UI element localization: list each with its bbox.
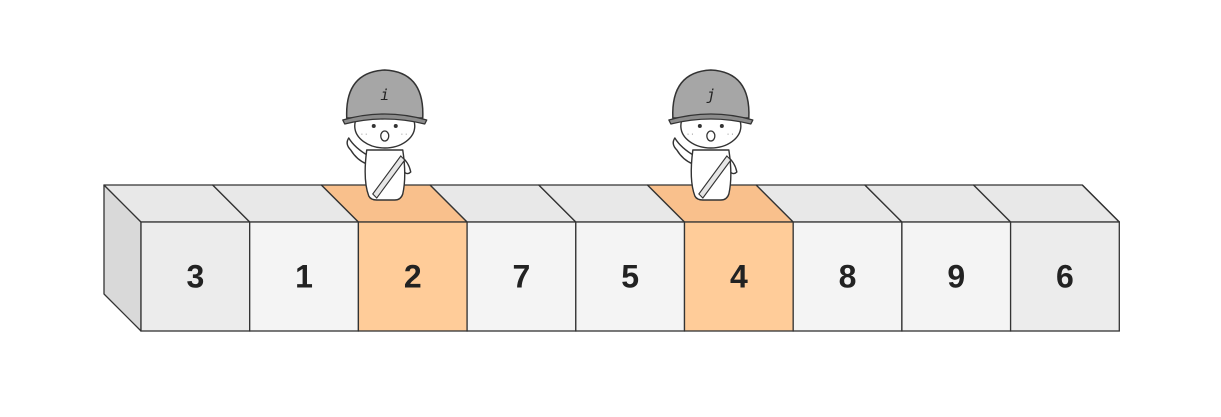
array-cell — [429, 184, 577, 332]
cell-value: 4 — [730, 259, 748, 295]
character-blush: · · — [361, 131, 368, 138]
cell-value: 6 — [1056, 259, 1074, 295]
character-eye — [697, 124, 702, 128]
character-eye — [371, 124, 376, 128]
character-blush: · · — [687, 131, 694, 138]
pointer-characters: · · · · i · · · · j — [342, 69, 754, 201]
helmet-brim — [668, 113, 754, 125]
array-cell — [103, 184, 251, 332]
character-blush: · · — [727, 131, 734, 138]
cell-value: 3 — [186, 259, 204, 295]
character-sash — [372, 155, 406, 199]
cell-value: 5 — [621, 259, 639, 295]
array-cell — [972, 184, 1120, 332]
cell-front-face — [140, 221, 251, 332]
helmet-brim — [342, 113, 428, 125]
character-eye — [719, 124, 724, 128]
helmet-icon — [672, 69, 750, 119]
array-cells — [103, 184, 1120, 332]
character-sash — [698, 155, 732, 199]
array-cell — [212, 184, 360, 332]
character-body — [364, 149, 406, 201]
pointer-character: · · · · j — [668, 69, 754, 201]
cell-front-face — [683, 221, 794, 332]
cell-front-face — [575, 221, 686, 332]
cell-value: 8 — [839, 259, 857, 295]
character-arm — [672, 137, 696, 165]
character-body — [690, 149, 732, 201]
array-right-edge — [1081, 184, 1120, 223]
array-cell — [538, 184, 686, 332]
array-cell — [864, 184, 1012, 332]
cell-labels: 3 1 2 7 5 4 8 9 6 — [186, 259, 1073, 295]
cell-value: 1 — [295, 259, 313, 295]
cell-value: 2 — [404, 259, 422, 295]
cell-front-face — [249, 221, 360, 332]
cell-front-face — [1009, 221, 1120, 332]
helmet-icon — [345, 69, 424, 119]
cell-front-face — [792, 221, 903, 332]
character-mouth — [706, 130, 716, 142]
pointer-character: · · · · i — [342, 69, 428, 201]
pointer-label: i — [380, 86, 389, 104]
character-arm — [346, 137, 370, 165]
cell-value: 9 — [947, 259, 965, 295]
character-blush: · · — [401, 131, 408, 138]
character-mouth — [380, 130, 390, 142]
cell-front-face — [901, 221, 1012, 332]
cell-front-face — [466, 221, 577, 332]
pointer-label: j — [706, 86, 715, 104]
character-eye — [393, 124, 398, 128]
cell-value: 7 — [513, 259, 531, 295]
array-cell — [646, 184, 794, 332]
